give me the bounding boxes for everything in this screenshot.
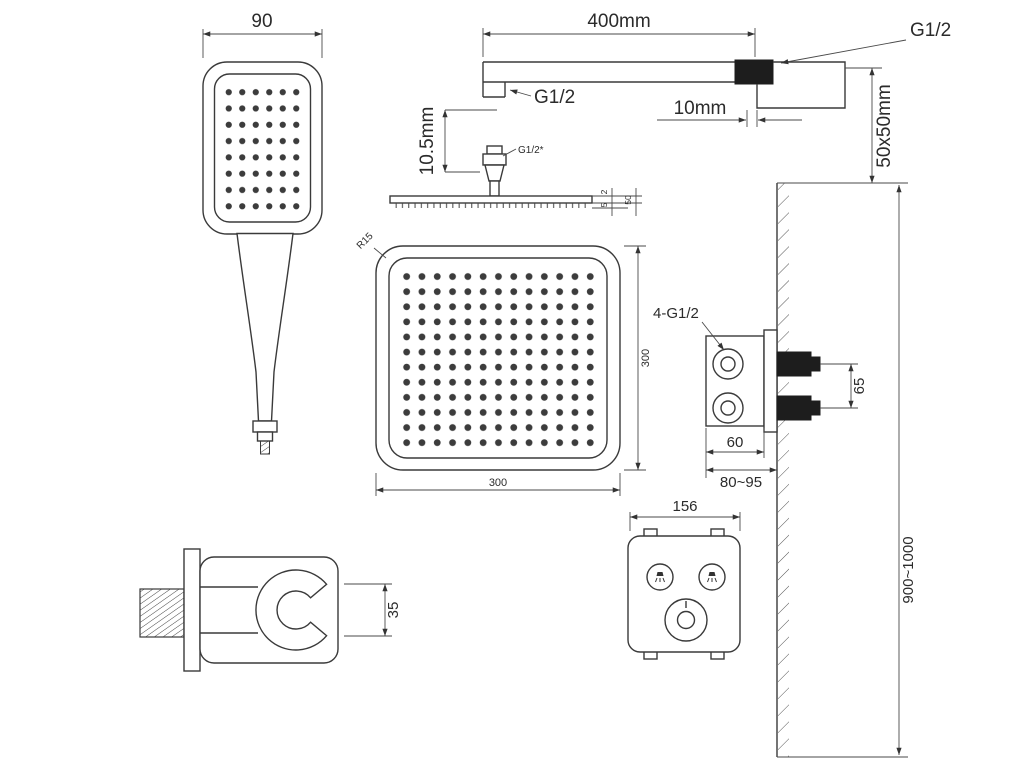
spray-mode-icon <box>707 572 717 583</box>
arm-wall-thread-label: G1/2 <box>910 20 951 41</box>
handheld-handle <box>236 232 294 422</box>
overhead-shower-plate-edge <box>389 195 593 204</box>
valve-button-right <box>698 563 726 591</box>
mixer-valve-side-view <box>705 329 821 433</box>
handheld-nozzle-grid <box>222 84 303 215</box>
dim-head-width-label: 300 <box>489 477 507 489</box>
spray-mode-icon <box>655 572 665 583</box>
dim-handheld-width: 90 <box>202 11 323 58</box>
overhead-nozzle-grid <box>399 269 598 451</box>
callout-arm-head-thread: G1/2 <box>509 87 575 108</box>
bracket-holder-hook <box>255 569 328 651</box>
mixer-valve-front-view <box>627 528 741 660</box>
dim-valve-recess: 80~95 <box>706 467 777 491</box>
dim-valve-depth-label: 60 <box>727 434 744 451</box>
dim-plate-thickness-label: 5 <box>599 202 609 207</box>
valve-inlet-bottom <box>776 395 812 421</box>
dim-wall-plate-size-label: 50x50mm <box>874 84 895 167</box>
valve-threads-label: 4-G1/2 <box>653 305 699 322</box>
bracket-flange <box>183 548 201 672</box>
valve-button-left <box>646 563 674 591</box>
dim-arm-drop: 10.5mm <box>417 107 497 176</box>
valve-inlet-top <box>776 351 812 377</box>
dim-handheld-width-label: 90 <box>251 11 272 32</box>
dim-valve-port-spacing: 65 <box>820 363 868 409</box>
wall-section <box>776 182 908 758</box>
dim-wall-plate-size: 50x50mm <box>845 67 895 183</box>
dim-valve-recess-label: 80~95 <box>720 474 762 491</box>
arm-head-thread-label: G1/2 <box>534 87 575 108</box>
dim-arm-wall-offset-label: 10mm <box>674 98 727 119</box>
dim-body-height-label: 50 <box>623 195 633 205</box>
corner-radius-label: R15 <box>355 231 376 252</box>
dim-install-height: 900~1000 <box>896 185 917 755</box>
valve-temperature-knob <box>664 598 708 642</box>
dim-arm-drop-label: 10.5mm <box>417 107 438 176</box>
dim-valve-depth: 60 <box>705 428 765 478</box>
bracket-threaded-pipe <box>139 588 185 638</box>
dim-head-width: 300 <box>375 473 621 496</box>
dim-nozzle-height-label: 2 <box>599 189 609 194</box>
handheld-shower-front-view <box>202 61 323 455</box>
wall-bracket-side-view <box>139 548 339 672</box>
bracket-body <box>199 556 339 664</box>
shower-arm-side-view <box>482 59 846 109</box>
valve-back-plate <box>763 329 778 433</box>
dim-arm-length: 400mm <box>482 11 756 57</box>
dim-bracket-depth-label: 35 <box>385 602 402 619</box>
overhead-shower-bottom-view: R15 <box>355 231 621 471</box>
callout-arm-wall-thread: G1/2 <box>780 20 951 65</box>
dim-valve-width-label: 156 <box>672 498 697 515</box>
dim-head-height: 300 <box>624 245 652 471</box>
handheld-connector-nut <box>252 420 278 433</box>
dim-valve-port-spacing-label: 65 <box>851 378 868 395</box>
valve-port-top <box>712 348 744 380</box>
dim-valve-width: 156 <box>629 498 741 531</box>
dim-install-height-label: 900~1000 <box>900 536 917 603</box>
dim-arm-length-label: 400mm <box>587 11 650 32</box>
arm-wall-connector <box>734 59 774 85</box>
overhead-thread-label: G1/2* <box>518 145 544 156</box>
arm-wall-bracket <box>756 61 846 109</box>
overhead-shower-nozzle-ticks <box>393 203 589 208</box>
dim-arm-wall-offset: 10mm <box>657 98 802 127</box>
overhead-shower-side-view: G1/2* 2 5 50 <box>389 145 642 216</box>
wall-hatching <box>778 183 789 757</box>
dim-head-height-label: 300 <box>640 349 652 367</box>
dim-bracket-depth: 35 <box>344 583 402 637</box>
handheld-thread-tip <box>260 440 270 455</box>
valve-port-bottom <box>712 392 744 424</box>
callout-valve-threads: 4-G1/2 <box>653 305 725 351</box>
